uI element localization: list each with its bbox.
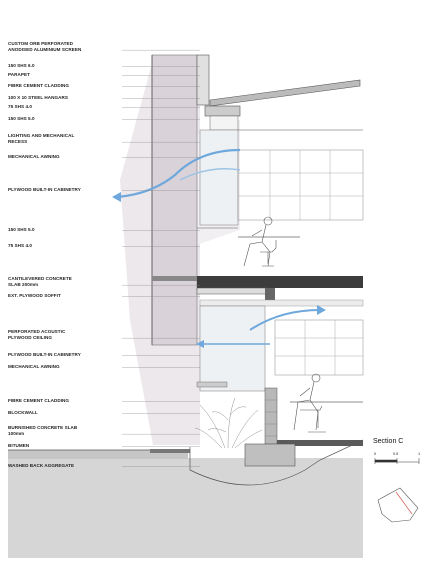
label-shs150c: 150 SHS 5.0 (8, 227, 35, 232)
upper-cabinetry (237, 149, 364, 221)
excavation-outline (189, 439, 364, 486)
parapet (196, 54, 210, 106)
label-hangars: 100 X 10 STEEL HANGARS (8, 95, 68, 100)
airflow-upper-head (112, 192, 121, 202)
airflow-upper-in (179, 168, 241, 181)
label-slab: CANTILEVERED CONCRETE SLAB 200mm (8, 276, 72, 287)
label-parapet: PARAPET (8, 72, 30, 77)
label-awning2: MECHANICAL AWNING (8, 364, 60, 369)
label-lighting: LIGHTING AND MECHANICAL RECESS (8, 133, 75, 144)
airflow-lower (249, 309, 321, 331)
lower-glazing (199, 305, 266, 392)
lower-cabinetry (274, 319, 364, 376)
roof-fascia (204, 105, 241, 117)
blockwall (264, 387, 278, 445)
plywood-soffit (196, 287, 268, 295)
seated-figure-lower (293, 373, 326, 433)
label-shs75a: 75 SHS 4.0 (8, 104, 32, 109)
label-screen: CUSTOM ORB PERFORATED ANODISED ALUMINIUM… (8, 41, 82, 52)
label-acoustic: PERFORATED ACOUSTIC PLYWOOD CEILING (8, 329, 66, 340)
leader-lines (122, 50, 200, 467)
airflow-lower-out-head (196, 340, 204, 348)
gravel-bed (8, 450, 188, 459)
section-title: Section C (373, 438, 404, 445)
scale-label-zero: 0 (374, 452, 377, 456)
slab-downstand (265, 288, 275, 302)
roof-deck (209, 79, 361, 107)
airflow-upper (114, 148, 241, 199)
label-bitumen: BITUMEN (8, 443, 30, 448)
label-aggregate: WASHED BACK AGGREGATE (8, 463, 75, 468)
upper-glazing (199, 129, 239, 226)
key-plan (377, 487, 419, 523)
acoustic-ceiling (199, 299, 364, 307)
lower-awning (196, 381, 228, 388)
label-shs150b: 150 SHS 5.0 (8, 116, 35, 121)
slab-edge (152, 276, 197, 281)
lighting-recess (209, 115, 239, 131)
airflow-lower-head (317, 305, 326, 315)
label-cab2: PLYWOOD BUILT-IN CABINETRY (8, 352, 81, 357)
footing (244, 443, 296, 467)
label-soffit: EXT. PLYWOOD SOFFIT (8, 293, 61, 298)
label-shs150a: 150 SHS 6.0 (8, 63, 35, 68)
label-fcc2: FIBRE CEMENT CLADDING (8, 398, 70, 403)
planting (194, 397, 263, 449)
ground-mass (8, 458, 363, 558)
label-burnished: BURNISHED CONCRETE SLAB 100mm (8, 425, 78, 436)
label-awning1: MECHANICAL AWNING (8, 154, 60, 159)
label-cab1: PLYWOOD BUILT-IN CABINETRY (8, 187, 81, 192)
seated-figure-upper (243, 216, 277, 267)
scale-label-mid: 0.5 (393, 452, 399, 456)
concrete-slab (197, 276, 363, 288)
burnished-slab (277, 440, 363, 446)
scale-label-end: 1 (418, 452, 421, 456)
bitumen-layer (150, 449, 190, 453)
label-fcc1: FIBRE CEMENT CLADDING (8, 83, 70, 88)
label-shs75b: 75 SHS 4.0 (8, 243, 32, 248)
label-blockwall: BLOCKWALL (8, 410, 38, 415)
scale-bar (374, 458, 420, 464)
